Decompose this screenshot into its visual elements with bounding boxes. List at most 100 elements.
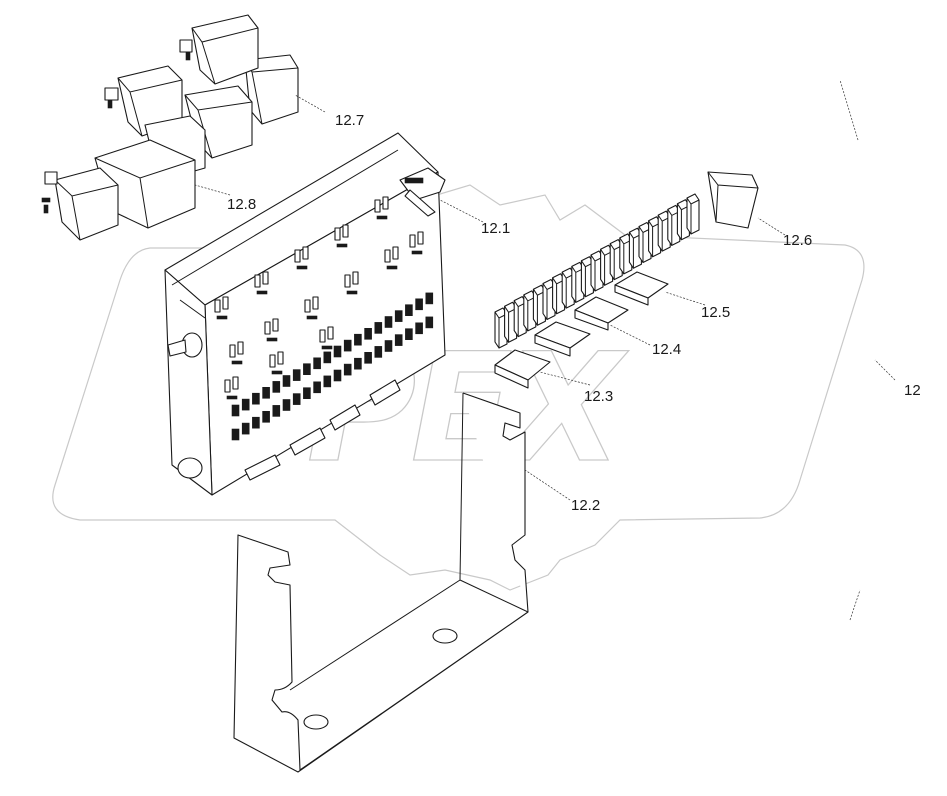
fuse-slot xyxy=(382,196,389,210)
fuse-slot xyxy=(344,274,351,288)
socket xyxy=(425,316,434,329)
fuse-slot xyxy=(342,224,349,238)
fuse-slot-mark xyxy=(306,315,318,320)
plate xyxy=(494,349,551,389)
clip xyxy=(399,167,446,217)
fuse-slot-mark xyxy=(226,395,238,400)
socket xyxy=(313,357,321,370)
socket xyxy=(333,369,342,382)
socket xyxy=(272,405,281,417)
fuse-slot xyxy=(229,344,236,358)
callout-12: 12 xyxy=(904,382,921,399)
socket xyxy=(425,292,434,305)
socket xyxy=(333,345,342,358)
socket xyxy=(303,363,311,376)
fuse-slot xyxy=(224,379,231,393)
fuse-slot xyxy=(262,271,269,285)
blade-fuse xyxy=(600,244,614,286)
blade-fuse xyxy=(628,227,642,269)
blade-fuse xyxy=(619,233,633,275)
leader-lines xyxy=(194,79,896,621)
callout-12-2: 12.2 xyxy=(571,497,600,514)
callout-12-4: 12.4 xyxy=(652,341,681,358)
socket xyxy=(303,387,311,400)
socket xyxy=(313,381,321,394)
blade-fuse xyxy=(657,210,671,252)
fuse-slot xyxy=(352,271,359,285)
fuse-slot xyxy=(327,326,334,340)
mounting-bracket xyxy=(233,392,529,773)
fuse-slot xyxy=(409,234,416,248)
plate xyxy=(534,321,591,357)
callouts: 12.7 12.8 12.1 12.6 12.5 12.4 12.3 12.2 … xyxy=(227,112,921,514)
socket xyxy=(354,357,362,370)
fuse-slot-mark xyxy=(376,215,388,220)
fuse-slot-mark xyxy=(271,370,283,375)
socket xyxy=(252,392,260,405)
fuse-slot-mark xyxy=(296,265,308,270)
fuse-slot-mark xyxy=(386,265,398,270)
socket xyxy=(252,416,260,429)
fuse-slot xyxy=(222,296,229,310)
socket xyxy=(415,298,423,311)
plate xyxy=(574,296,629,331)
socket xyxy=(323,351,332,364)
relay-group xyxy=(41,14,299,241)
socket xyxy=(323,375,332,388)
fuse-box-left xyxy=(164,269,213,496)
socket xyxy=(292,393,301,405)
callout-12-8: 12.7 xyxy=(335,112,364,129)
fuse-slot xyxy=(269,354,276,368)
callout-12-1: 12.1 xyxy=(481,220,510,237)
socket xyxy=(405,304,413,317)
blade-fuse xyxy=(571,261,585,303)
socket xyxy=(272,381,281,393)
mount-knob xyxy=(177,457,203,479)
blade-fuse xyxy=(504,301,518,343)
relay xyxy=(41,167,119,241)
plate xyxy=(614,271,669,306)
fuse-slot-mark xyxy=(256,290,268,295)
socket xyxy=(384,340,393,352)
relay xyxy=(104,65,183,137)
blade-fuse xyxy=(686,193,700,235)
fuse-slot xyxy=(374,199,381,213)
socket xyxy=(374,346,383,358)
fuse-slot xyxy=(237,341,244,355)
fuse-strip xyxy=(494,193,700,349)
socket xyxy=(374,322,383,334)
fuse-slot xyxy=(254,274,261,288)
fuse-slot xyxy=(232,376,239,390)
socket xyxy=(282,399,291,411)
fuse-slot xyxy=(264,321,271,335)
fuse-puller-cover xyxy=(707,171,759,229)
fuse-slot xyxy=(214,299,221,313)
fuse-slot-mark xyxy=(321,345,333,350)
blade-fuse xyxy=(676,199,690,241)
socket xyxy=(405,328,413,341)
fuse-slot xyxy=(302,246,309,260)
fuse-slot xyxy=(334,227,341,241)
socket xyxy=(292,369,301,381)
socket xyxy=(354,333,362,346)
socket xyxy=(241,422,250,435)
socket xyxy=(241,398,250,411)
fuse-slot-mark xyxy=(266,337,278,342)
blade-fuse xyxy=(532,284,546,326)
socket xyxy=(394,310,403,322)
fuse-slot xyxy=(272,318,279,332)
fuse-slot xyxy=(392,246,399,260)
callout-12-5: 12.5 xyxy=(701,304,730,321)
socket xyxy=(384,316,393,328)
socket xyxy=(282,375,291,387)
relay xyxy=(179,14,259,85)
fuse-slot xyxy=(277,351,284,365)
socket xyxy=(262,410,270,423)
callout-12-6: 12.6 xyxy=(783,232,812,249)
fuse-slot-mark xyxy=(336,243,348,248)
fuse-slots xyxy=(214,196,424,400)
socket xyxy=(364,327,372,340)
fuse-slot xyxy=(304,299,311,313)
